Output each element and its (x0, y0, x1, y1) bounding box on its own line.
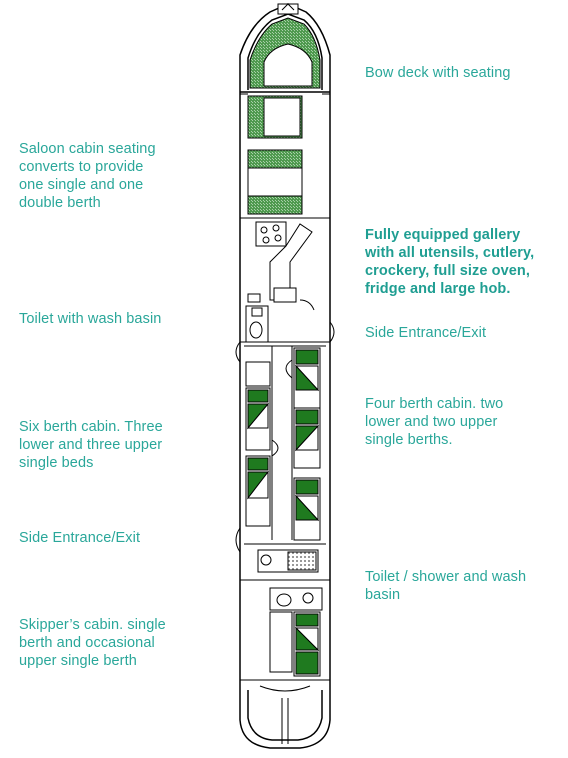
label-six-berth: Six berth cabin. Three lower and three u… (19, 419, 163, 471)
label-toilet-shower: Toilet / shower and wash basin (365, 569, 527, 603)
label-toilet-basin: Toilet with wash basin (19, 311, 162, 327)
label-skipper: Skipper’s cabin. single berth and occasi… (19, 617, 166, 669)
toilet-wash-basin (240, 299, 330, 343)
stern-deck (259, 685, 311, 744)
bunk-mark: X2 (298, 395, 311, 407)
bunk-mark: X2 (298, 455, 311, 467)
four-berth-cabin (293, 347, 321, 541)
corridor (271, 346, 293, 540)
galley (240, 217, 330, 303)
six-berth-cabin (245, 361, 271, 527)
side-entrance-top (235, 321, 335, 363)
label-four-berth: Four berth cabin. two lower and two uppe… (365, 396, 504, 448)
toilet-shower (240, 549, 330, 611)
label-saloon: Saloon cabin seating converts to provide… (19, 141, 156, 211)
side-entrance-bottom (235, 527, 326, 553)
saloon-seating (240, 93, 330, 215)
bow-deck (240, 3, 330, 93)
bunk-mark: X2 (248, 511, 261, 523)
bunk-mark: X2 (298, 527, 311, 539)
label-galley: Fully equipped gallery with all utensils… (365, 227, 535, 297)
label-side-entrance-right: Side Entrance/Exit (365, 325, 487, 341)
bunk-mark: X2 (248, 435, 261, 447)
bunk-marks: X2 X2 X2 X2 X2 (248, 395, 311, 539)
skipper-cabin (240, 611, 330, 681)
label-side-entrance-left: Side Entrance/Exit (19, 530, 141, 546)
label-bow-deck: Bow deck with seating (365, 65, 511, 81)
hull-outline (239, 3, 331, 749)
